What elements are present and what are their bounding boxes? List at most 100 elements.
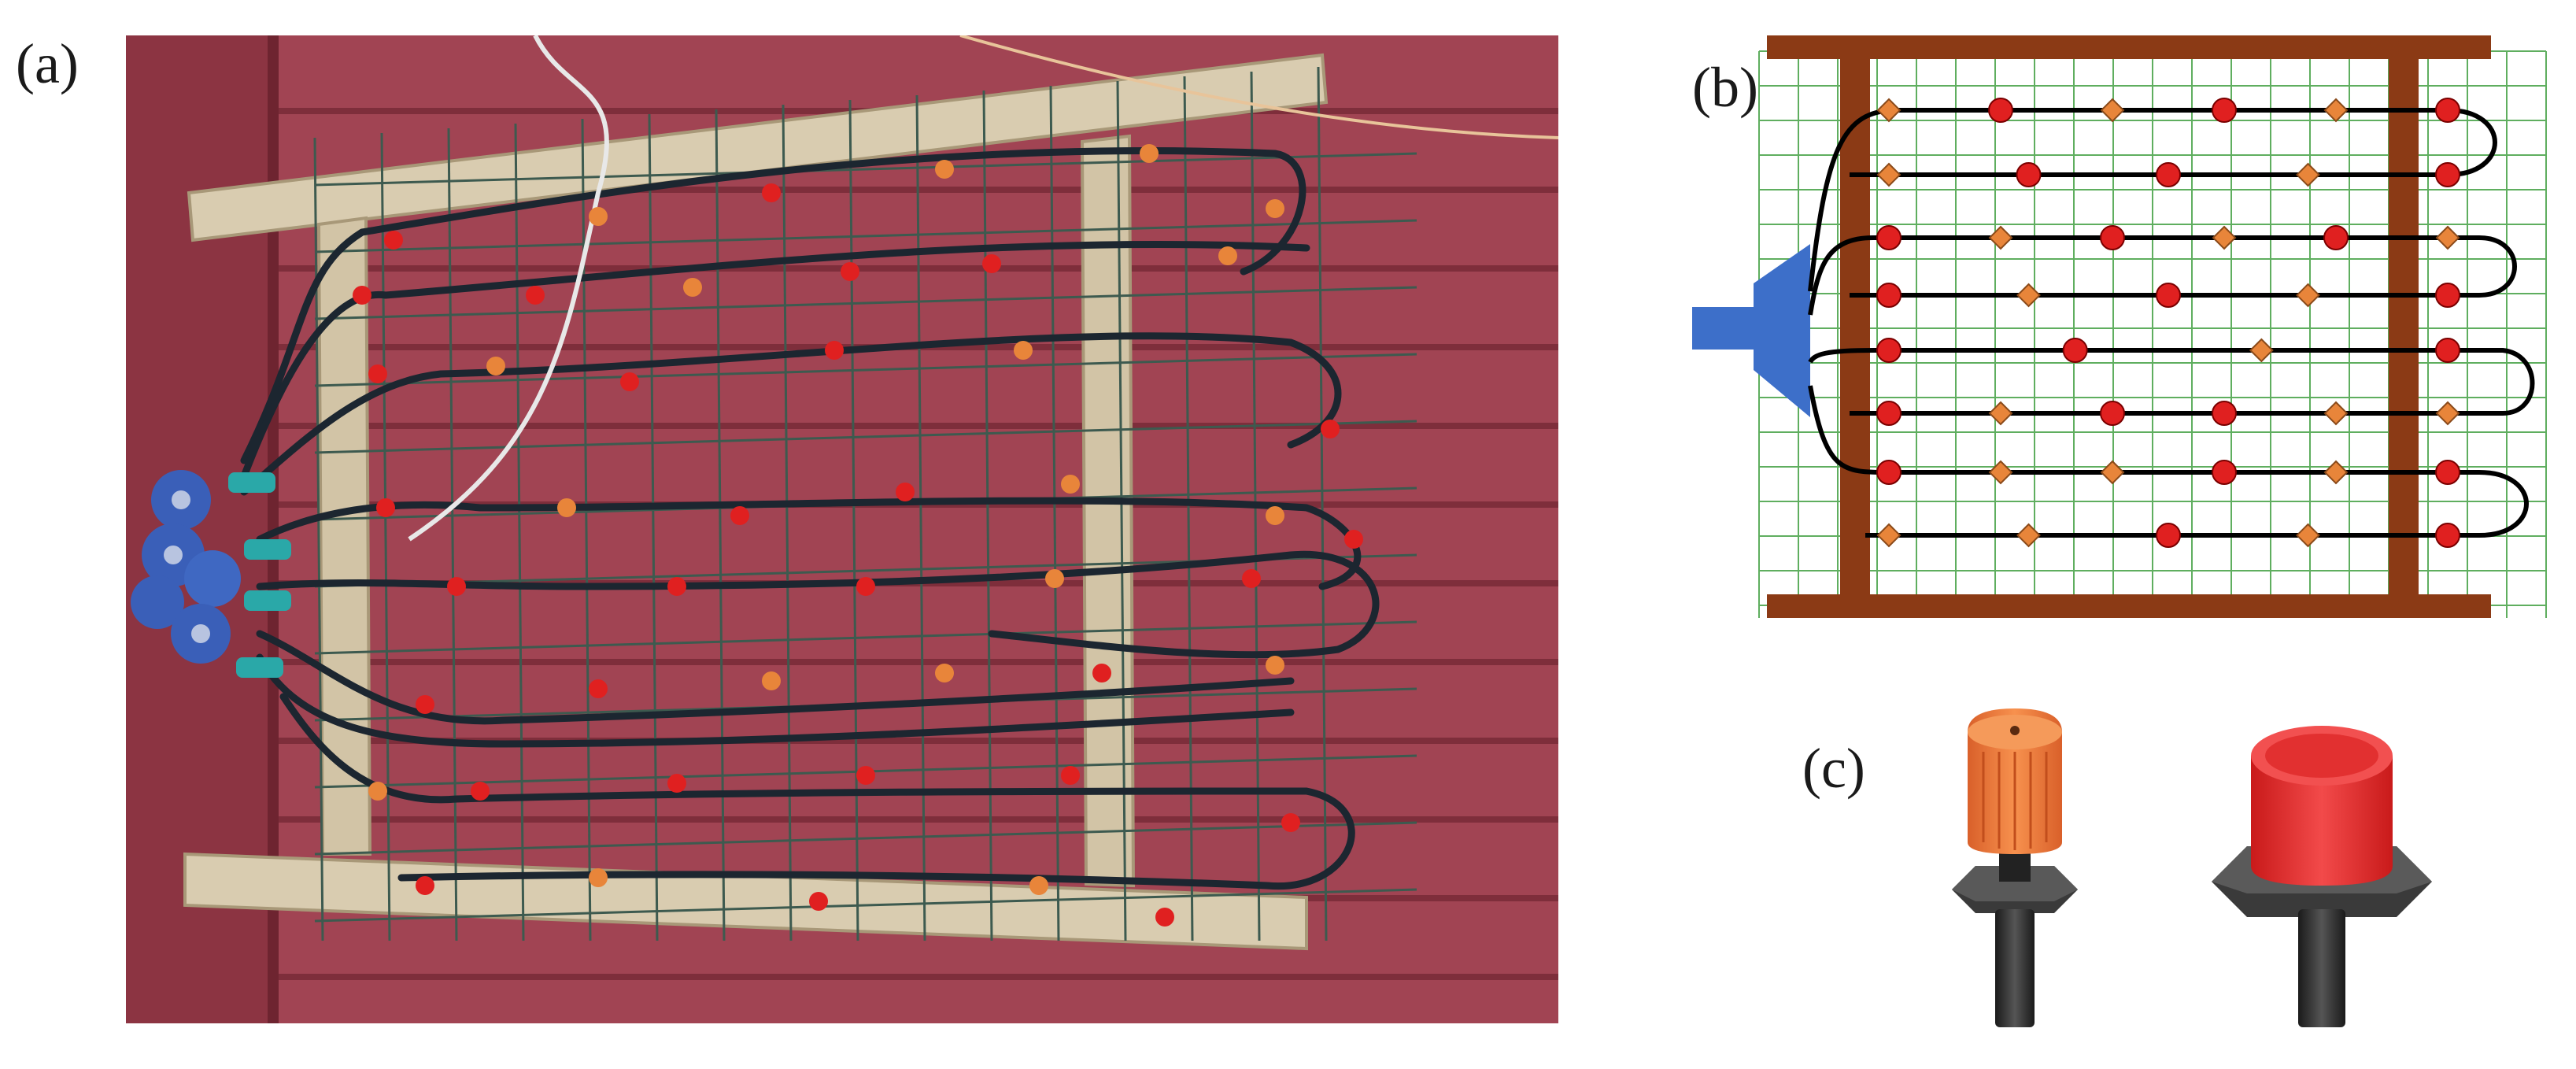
photo-dripper: [809, 892, 828, 911]
wire-mesh: [313, 66, 1417, 941]
dripper-types: [1936, 708, 2487, 1039]
photo-dripper: [589, 207, 608, 226]
red-dripper-marker: [2435, 460, 2460, 485]
panel-label-a: (a): [16, 32, 79, 95]
orange-dripper-marker: [2212, 225, 2237, 250]
red-button-dripper-icon: [2212, 726, 2432, 1027]
orange-dripper-marker: [2323, 401, 2349, 426]
photo-dripper: [982, 254, 1001, 273]
photo-canvas: [126, 35, 1558, 1023]
photo-dripper: [762, 183, 781, 202]
photo-dripper: [667, 577, 686, 596]
photo-dripper: [667, 774, 686, 793]
orange-dripper-marker: [2296, 162, 2320, 187]
photo-dripper: [589, 868, 608, 887]
orange-dripper-marker: [2296, 283, 2320, 308]
panel-label-b: (b): [1692, 56, 1758, 119]
photo-dripper: [589, 679, 608, 698]
inlet-pipe: [1692, 307, 1755, 350]
photo-dripper: [416, 695, 434, 714]
photo-dripper: [1045, 569, 1064, 588]
red-dripper-marker: [2212, 98, 2237, 123]
frame-right-post: [2389, 59, 2419, 594]
orange-dripper-marker: [1988, 401, 2013, 426]
orange-dripper-marker: [2435, 401, 2460, 426]
photo-dripper: [1242, 569, 1261, 588]
photo-dripper: [1218, 246, 1237, 265]
red-dripper-marker: [2100, 225, 2125, 250]
photo-dripper: [730, 506, 749, 525]
white-cable: [408, 35, 609, 542]
red-dripper-marker: [2156, 523, 2181, 548]
orange-dripper-marker: [2016, 283, 2041, 308]
orange-dripper-marker: [1988, 225, 2013, 250]
orange-dripper-marker: [2100, 98, 2125, 123]
photo-dripper: [683, 278, 702, 297]
red-dripper-marker: [1876, 460, 1902, 485]
red-dripper-marker: [2016, 162, 2042, 187]
orange-adjustable-dripper-icon: [1952, 708, 2078, 1027]
red-dripper-marker: [2435, 338, 2460, 363]
red-dripper-marker: [2435, 523, 2460, 548]
panel-label-c: (c): [1802, 737, 1865, 800]
red-dripper-marker: [1876, 338, 1902, 363]
red-dripper-marker: [1988, 98, 2013, 123]
photo-dripper: [1092, 664, 1111, 682]
photo-drippers: [353, 144, 1363, 927]
drip-hoses: [240, 147, 1380, 890]
red-dripper-marker: [2156, 162, 2181, 187]
photo-dripper: [935, 664, 954, 682]
red-dripper-marker: [2435, 162, 2460, 187]
photo-dripper: [762, 671, 781, 690]
photo-dripper: [935, 160, 954, 179]
orange-dripper-marker: [2100, 460, 2125, 485]
dripper-icons-canvas: [1952, 708, 2432, 1027]
schematic-canvas: [1692, 35, 2547, 618]
photo-dripper: [825, 341, 844, 360]
orange-dripper-marker: [2016, 523, 2041, 548]
red-dripper-marker: [2435, 98, 2460, 123]
red-dripper-marker: [1876, 225, 1902, 250]
photo-dripper: [384, 231, 403, 250]
red-dripper-marker: [2100, 401, 2125, 426]
photo-dripper: [620, 372, 639, 391]
photo-dripper: [557, 498, 576, 517]
photo-dripper: [1014, 341, 1033, 360]
photo-dripper: [856, 766, 875, 785]
photo-dripper: [1155, 908, 1174, 927]
photo-dripper: [486, 357, 505, 375]
inlet-manifold: [1754, 244, 1810, 417]
dripper-layout-schematic: [1692, 31, 2566, 630]
photo-dripper: [1266, 506, 1284, 525]
orange-dripper-marker: [1876, 162, 1902, 187]
red-dripper-marker: [2212, 401, 2237, 426]
orange-dripper-marker: [2323, 460, 2349, 485]
photo-dripper: [1140, 144, 1159, 163]
photo-dripper: [353, 286, 371, 305]
photo-dripper: [1266, 199, 1284, 218]
orange-dripper-marker: [2296, 523, 2320, 548]
red-dripper-marker: [1876, 401, 1902, 426]
red-dripper-marker: [1876, 283, 1902, 308]
photo-dripper: [368, 782, 387, 801]
photo-dripper: [1266, 656, 1284, 675]
orange-dripper-marker: [1876, 98, 1902, 123]
photo-dripper: [471, 782, 490, 801]
photo-dripper: [1061, 475, 1080, 494]
photo-dripper: [841, 262, 859, 281]
photo-dripper: [1029, 876, 1048, 895]
orange-dripper-marker: [2435, 225, 2460, 250]
orange-dripper-marker: [2323, 98, 2349, 123]
red-dripper-marker: [2212, 460, 2237, 485]
photo-dripper: [526, 286, 545, 305]
tan-cable: [959, 35, 1558, 139]
frame-bottom-bar: [1767, 594, 2491, 618]
photo-dripper: [447, 577, 466, 596]
frame-left-post: [1840, 59, 1870, 594]
photo-dripper: [896, 483, 915, 501]
schematic-drippers: [1876, 98, 2460, 548]
photo-dripper: [1344, 530, 1363, 549]
photo-dripper: [368, 364, 387, 383]
orange-dripper-marker: [1988, 460, 2013, 485]
red-dripper-marker: [2435, 283, 2460, 308]
